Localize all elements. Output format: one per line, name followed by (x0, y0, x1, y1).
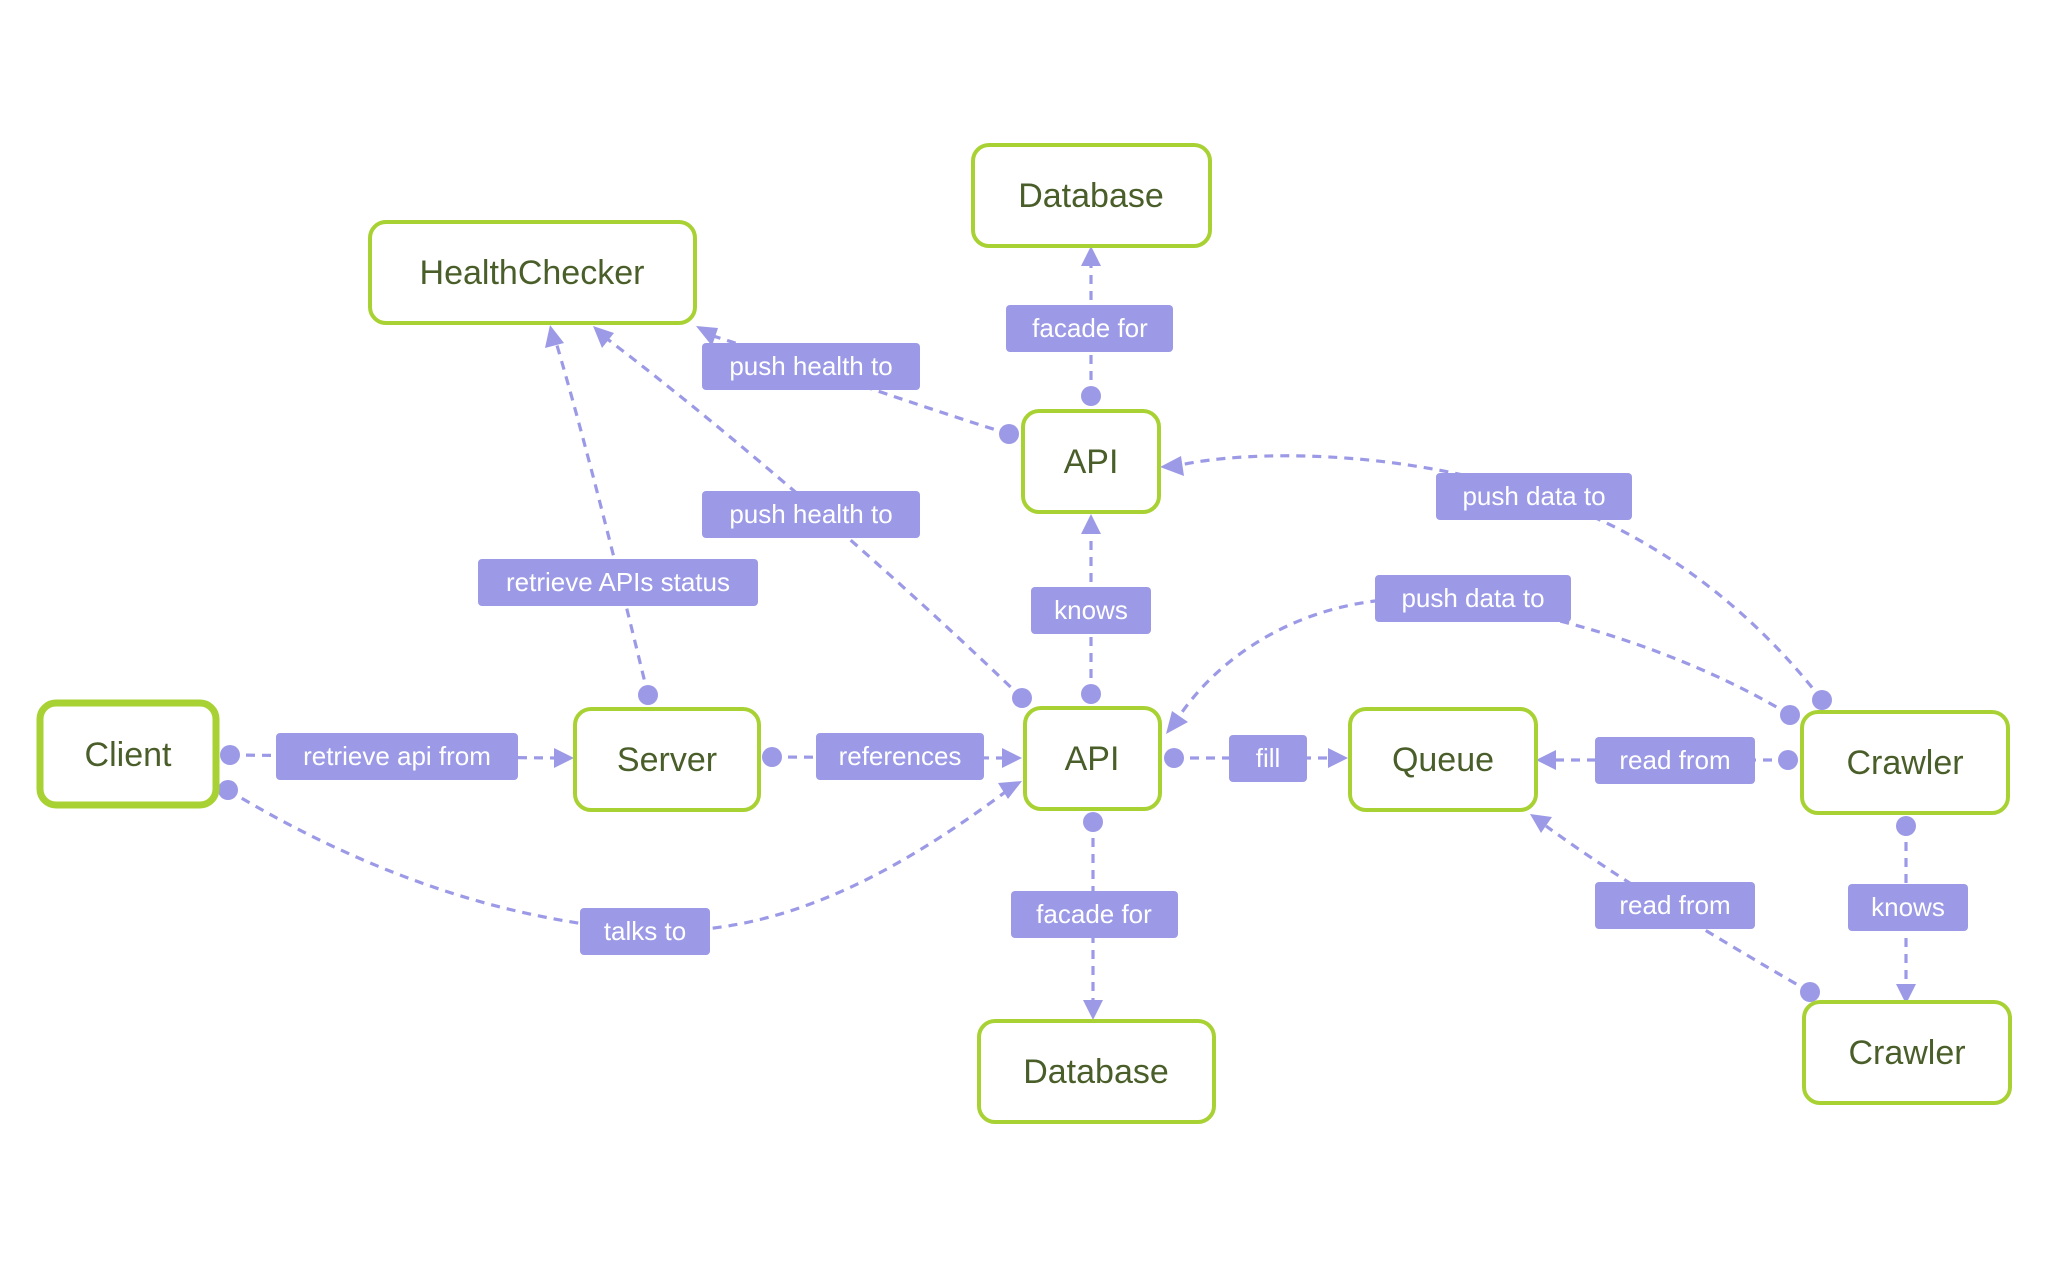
label-push-data-top: push data to (1436, 473, 1632, 520)
edge-api-main-facade-database (1083, 812, 1103, 1020)
svg-text:retrieve api from: retrieve api from (303, 741, 491, 771)
label-push-data-main: push data to (1375, 575, 1571, 622)
svg-text:read from: read from (1619, 745, 1730, 775)
label-facade-for-bottom: facade for (1011, 891, 1178, 938)
label-knows-bottom: knows (1848, 884, 1968, 931)
label-references: references (816, 733, 984, 780)
svg-text:API: API (1065, 740, 1120, 778)
edge-server-retrieve-status (545, 325, 658, 705)
svg-text:push data to: push data to (1401, 583, 1544, 613)
svg-text:talks to: talks to (604, 916, 686, 946)
label-retrieve-apis-status: retrieve APIs status (478, 559, 758, 606)
svg-text:Database: Database (1023, 1053, 1169, 1091)
node-healthchecker[interactable]: HealthChecker (368, 220, 697, 325)
svg-text:push health to: push health to (729, 351, 892, 381)
svg-text:facade for: facade for (1036, 899, 1152, 929)
svg-text:fill: fill (1256, 743, 1281, 773)
label-read-from-main: read from (1595, 737, 1755, 784)
node-api-top[interactable]: API (1021, 409, 1161, 514)
svg-text:facade for: facade for (1032, 313, 1148, 343)
svg-text:Client: Client (85, 736, 172, 774)
node-client[interactable]: Client (36, 699, 220, 809)
svg-text:API: API (1064, 443, 1119, 481)
svg-text:knows: knows (1054, 595, 1128, 625)
label-push-health-main: push health to (702, 491, 920, 538)
node-api-main[interactable]: API (1023, 706, 1162, 811)
label-read-from-bottom: read from (1595, 882, 1755, 929)
svg-text:push data to: push data to (1462, 481, 1605, 511)
svg-text:Server: Server (617, 741, 717, 779)
svg-text:retrieve APIs status: retrieve APIs status (506, 567, 730, 597)
svg-text:knows: knows (1871, 892, 1945, 922)
svg-text:references: references (839, 741, 962, 771)
label-push-health-top: push health to (702, 343, 920, 390)
node-crawler-bottom[interactable]: Crawler (1802, 1000, 2012, 1105)
svg-text:Crawler: Crawler (1846, 744, 1963, 782)
node-database-bottom[interactable]: Database (977, 1019, 1216, 1124)
label-retrieve-api-from: retrieve api from (276, 733, 518, 780)
node-crawler-main[interactable]: Crawler (1800, 710, 2010, 815)
label-talks-to: talks to (580, 908, 710, 955)
svg-text:Crawler: Crawler (1848, 1034, 1965, 1072)
svg-text:push health to: push health to (729, 499, 892, 529)
label-knows-top: knows (1031, 587, 1151, 634)
label-facade-for-top: facade for (1006, 305, 1173, 352)
svg-text:read from: read from (1619, 890, 1730, 920)
node-server[interactable]: Server (573, 707, 761, 812)
svg-text:Database: Database (1018, 177, 1164, 215)
svg-text:Queue: Queue (1392, 741, 1494, 779)
node-queue[interactable]: Queue (1348, 707, 1538, 812)
svg-text:HealthChecker: HealthChecker (420, 254, 645, 292)
node-database-top[interactable]: Database (971, 143, 1212, 248)
label-fill: fill (1229, 735, 1307, 782)
